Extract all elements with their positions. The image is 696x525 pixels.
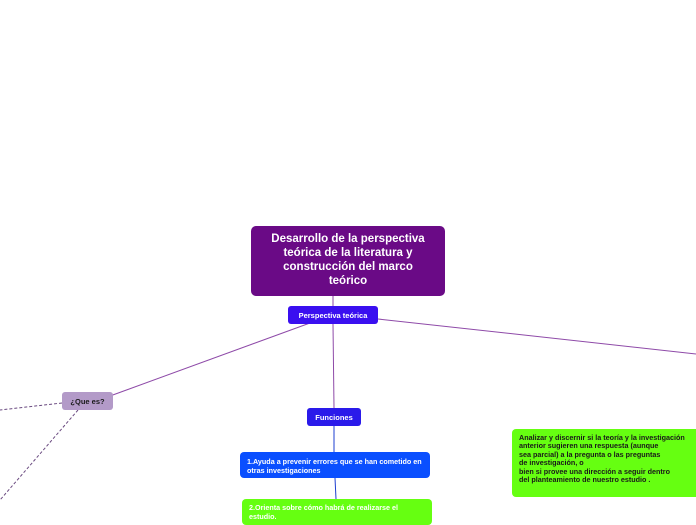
connector-func1-to-func2	[334, 477, 337, 500]
connector-perspectiva-to-quees	[109, 322, 311, 397]
perspectiva-teorica-node[interactable]: Perspectiva teórica	[288, 306, 378, 324]
funcion-2-node[interactable]: 2.Orienta sobre cómo habrá de realizarse…	[242, 499, 432, 525]
funcion-2-label: 2.Orienta sobre cómo habrá de realizarse…	[249, 503, 399, 521]
analizar-line-3: sea parcial) a la pregunta o las pregunt…	[519, 449, 661, 459]
analizar-line-6: del planteamiento de nuestro estudio .	[519, 475, 651, 485]
funciones-node[interactable]: Funciones	[307, 408, 361, 426]
analizar-line-4: de investigación, o	[519, 458, 584, 468]
funciones-label: Funciones	[315, 412, 353, 422]
que-es-node[interactable]: ¿Que es?	[62, 392, 113, 410]
analizar-line-1: Analizar y discernir si la teoría y la i…	[519, 433, 685, 442]
connector-perspectiva-to-right	[377, 318, 696, 355]
funcion-1-label: 1.Ayuda a prevenir errores que se han co…	[247, 457, 422, 475]
connector-quees-dashed-down	[0, 409, 79, 501]
funcion-1-node[interactable]: 1.Ayuda a prevenir errores que se han co…	[240, 452, 430, 478]
analizar-line-5: bien si provee una dirección a seguir de…	[519, 466, 670, 476]
perspectiva-teorica-label: Perspectiva teórica	[298, 310, 368, 320]
central-topic-node[interactable]: Desarrollo de la perspectiva teórica de …	[251, 226, 445, 296]
analizar-line-2: anterior sugieren una respuesta (aunque	[519, 441, 659, 451]
connector-quees-dashed-left	[0, 402, 63, 411]
central-topic-label: Desarrollo de la perspectiva teórica de …	[271, 233, 425, 287]
que-es-label: ¿Que es?	[70, 396, 105, 406]
connector-perspectiva-to-funciones	[332, 323, 335, 409]
analizar-node[interactable]: Analizar y discernir si la teoría y la i…	[512, 429, 696, 497]
